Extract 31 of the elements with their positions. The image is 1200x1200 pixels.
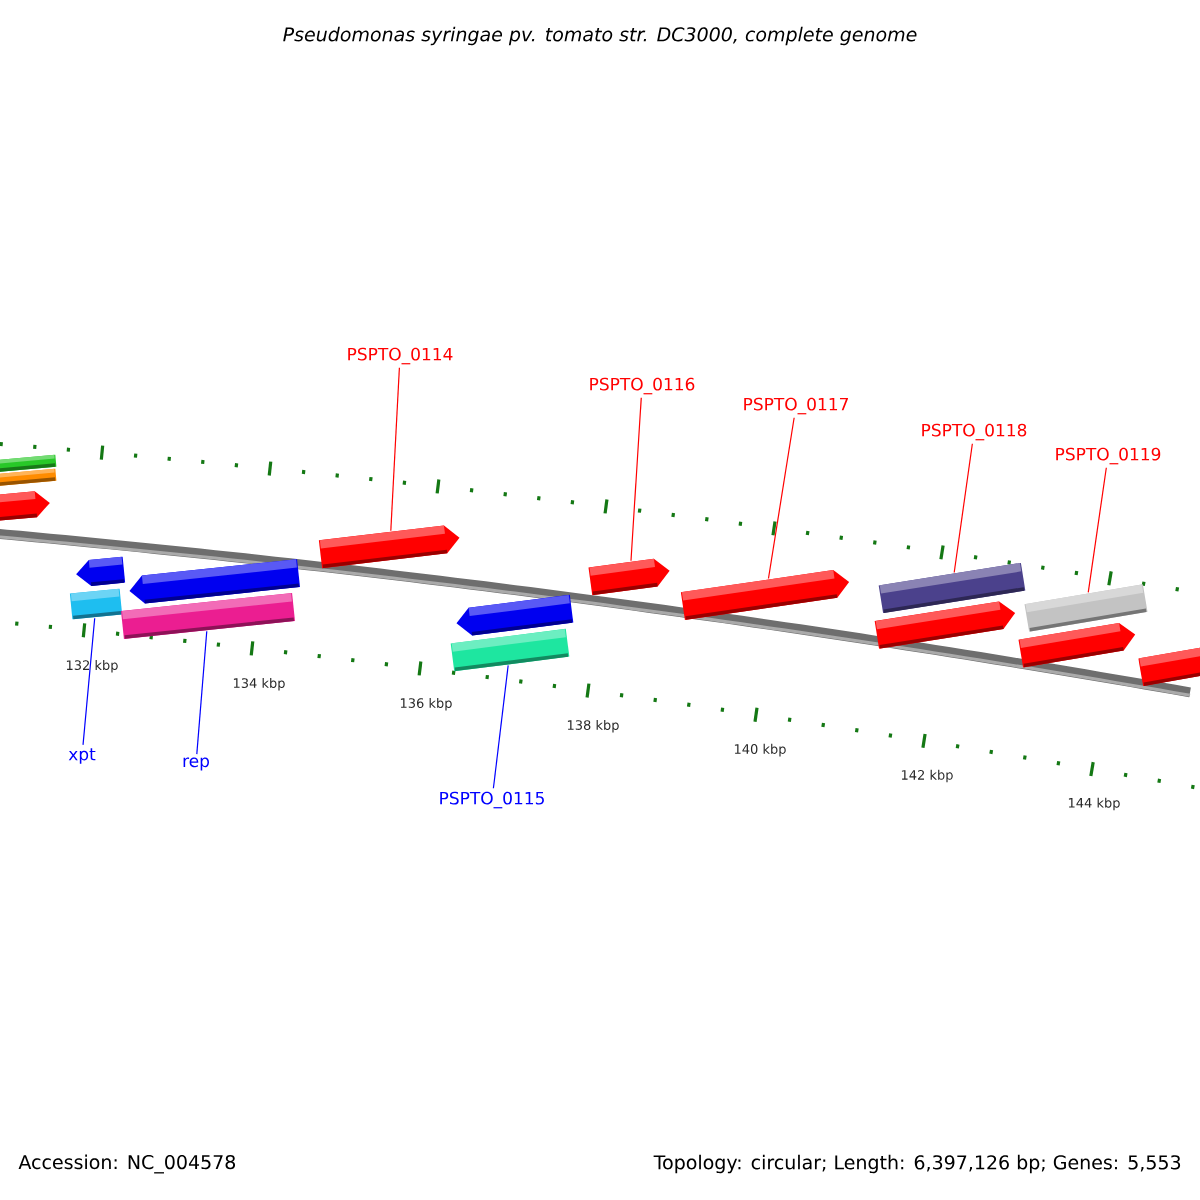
gene-block [76, 556, 126, 586]
gene-label: PSPTO_0114 [348, 347, 453, 365]
gene-label: PSPTO_0118 [922, 423, 1027, 441]
leader-line [492, 664, 509, 789]
gene-bar [1024, 584, 1148, 632]
gene-block [874, 601, 1016, 649]
gene-label: PSPTO_0116 [590, 377, 695, 395]
leader-line [82, 617, 96, 746]
leader-line [953, 443, 973, 574]
leader-line [196, 630, 208, 755]
gene-label: xpt [68, 748, 96, 764]
gene-block [0, 491, 50, 523]
gene-label: PSPTO_0117 [744, 397, 848, 415]
leader-line [630, 397, 642, 562]
gene-bar [69, 588, 123, 620]
gene-block [680, 570, 850, 620]
gene-block [588, 558, 670, 596]
gene-block [456, 594, 574, 636]
gene-label: PSPTO_0119 [1056, 447, 1161, 465]
gene-block [318, 525, 460, 569]
title: Pseudomonas syringae pv. tomato str. DC3000, complete genome [283, 26, 917, 46]
leader-line [767, 417, 795, 580]
leader-line [390, 367, 400, 532]
footer-text: Accession: NC_004578 [18, 1154, 236, 1174]
gene-label: PSPTO_0115 [440, 791, 544, 809]
leader-line [1087, 467, 1107, 593]
gene-bar [450, 628, 570, 672]
gene-label: rep [183, 757, 209, 771]
gene-bar [0, 468, 57, 488]
footer-text: Topology: circular; Length: 6,397,126 bp; Genes: 5,553 [653, 1154, 1181, 1174]
gene-block [1138, 644, 1200, 687]
